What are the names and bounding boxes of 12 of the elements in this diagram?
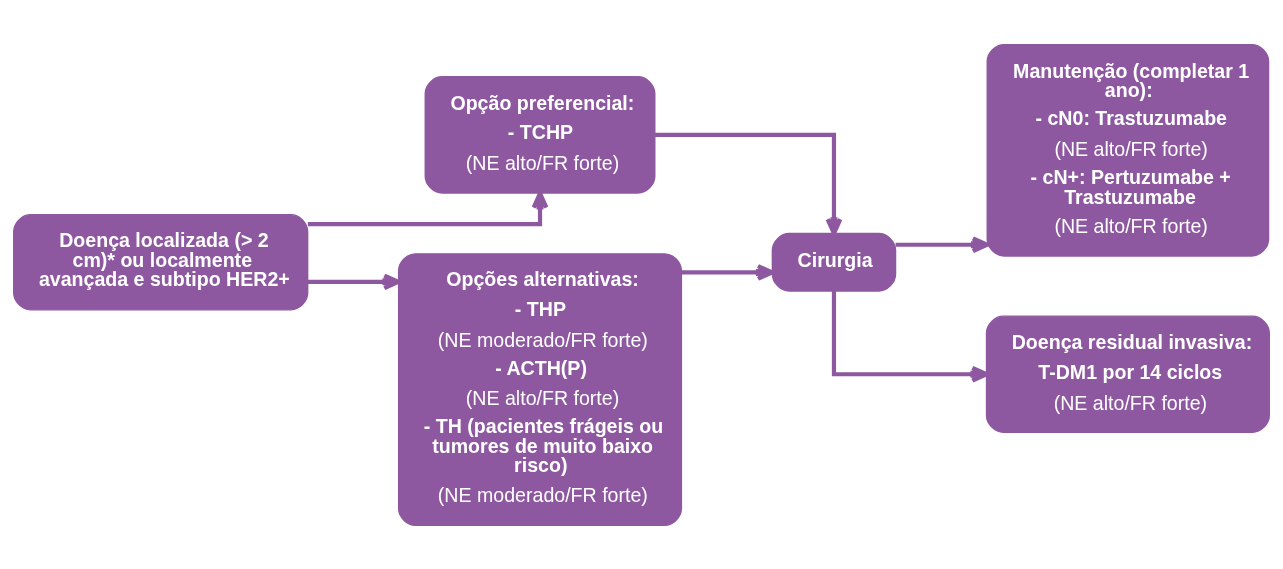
arrow [307,272,401,290]
node-box: Doença localizada (> 2 cm)* ou localmente avançada e subtipo HER2+ [13,213,309,311]
arrow [831,290,989,383]
arrow [654,132,843,235]
node-box: Cirurgia [771,232,897,292]
node-box: Doença residual invasiva: T-DM1 por 14 ciclos (NE alto/FR forte) [985,314,1270,433]
node-box: Opções alternativas: - THP (NE moderado/FR forte) - ACTH(P) (NE alto/FR forte) - TH (pacientes frágeis ou tumores de muito baixo risco) (NE moderado/FR forte) [397,252,683,526]
arrow [895,235,990,253]
arrow [681,263,775,281]
node-box: Opção preferencial: - TCHP (NE alto/FR forte) [424,75,656,194]
arrow [307,190,549,226]
node-box: Manutenção (completar 1 ano): - cN0: Trastuzumabe (NE alto/FR forte) - cN+: Pertuzumabe + Trastuzumabe (NE alto/FR forte) [986,43,1270,257]
